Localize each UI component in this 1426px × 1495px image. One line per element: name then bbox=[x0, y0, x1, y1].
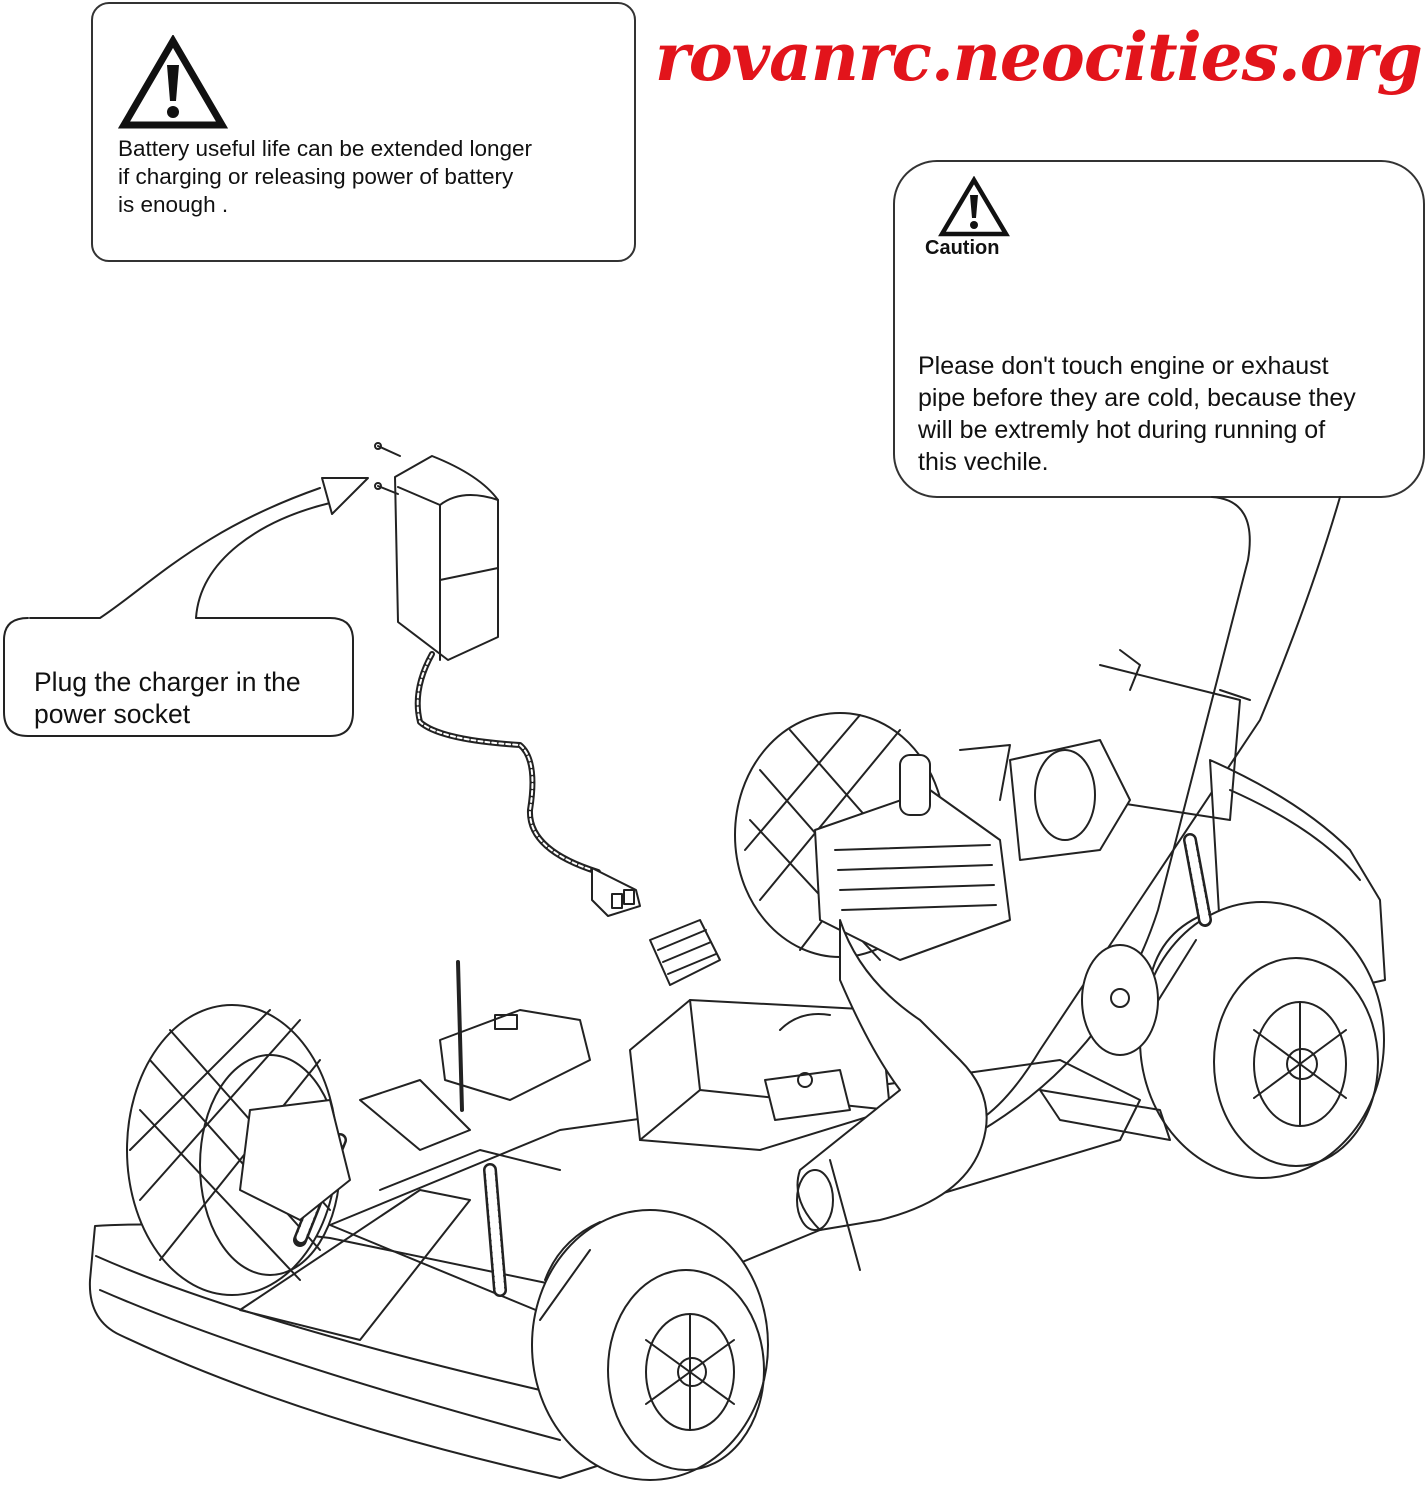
exhaust-pipe bbox=[796, 919, 988, 1271]
engine bbox=[814, 754, 1011, 961]
plug-arrow-head bbox=[321, 477, 369, 515]
warning-triangle-icon bbox=[118, 35, 228, 129]
caution-warning-icon bbox=[938, 176, 1010, 237]
air-filter bbox=[649, 919, 721, 986]
front-shock-right bbox=[483, 1163, 507, 1297]
rear-right-wheel bbox=[1139, 901, 1385, 1179]
caution-tail-line bbox=[964, 496, 1251, 1141]
front-right-wheel bbox=[531, 1209, 769, 1481]
rc-car-chassis-icon bbox=[88, 649, 1386, 1481]
antenna bbox=[456, 960, 464, 1112]
clutch-gear bbox=[1081, 944, 1159, 1056]
site-watermark: rovanrc.neocities.org bbox=[655, 18, 1423, 96]
charger-cable bbox=[414, 651, 601, 875]
battery-note-box bbox=[91, 2, 636, 262]
radio-box bbox=[439, 1009, 591, 1101]
plug-note-text: Plug the charger in the power socket bbox=[34, 667, 301, 729]
wall-charger-icon bbox=[374, 442, 499, 661]
charger-connector bbox=[591, 867, 641, 917]
caution-note-text: Please don't touch engine or exhaust pip… bbox=[918, 352, 1356, 476]
fuel-tank bbox=[629, 999, 891, 1151]
battery-note-text: Battery useful life can be extended long… bbox=[118, 136, 533, 217]
rear-shock bbox=[1183, 833, 1212, 927]
steering-servo bbox=[764, 1069, 851, 1121]
caution-label: Caution bbox=[925, 237, 1000, 259]
plug-note-bubble bbox=[3, 487, 354, 737]
